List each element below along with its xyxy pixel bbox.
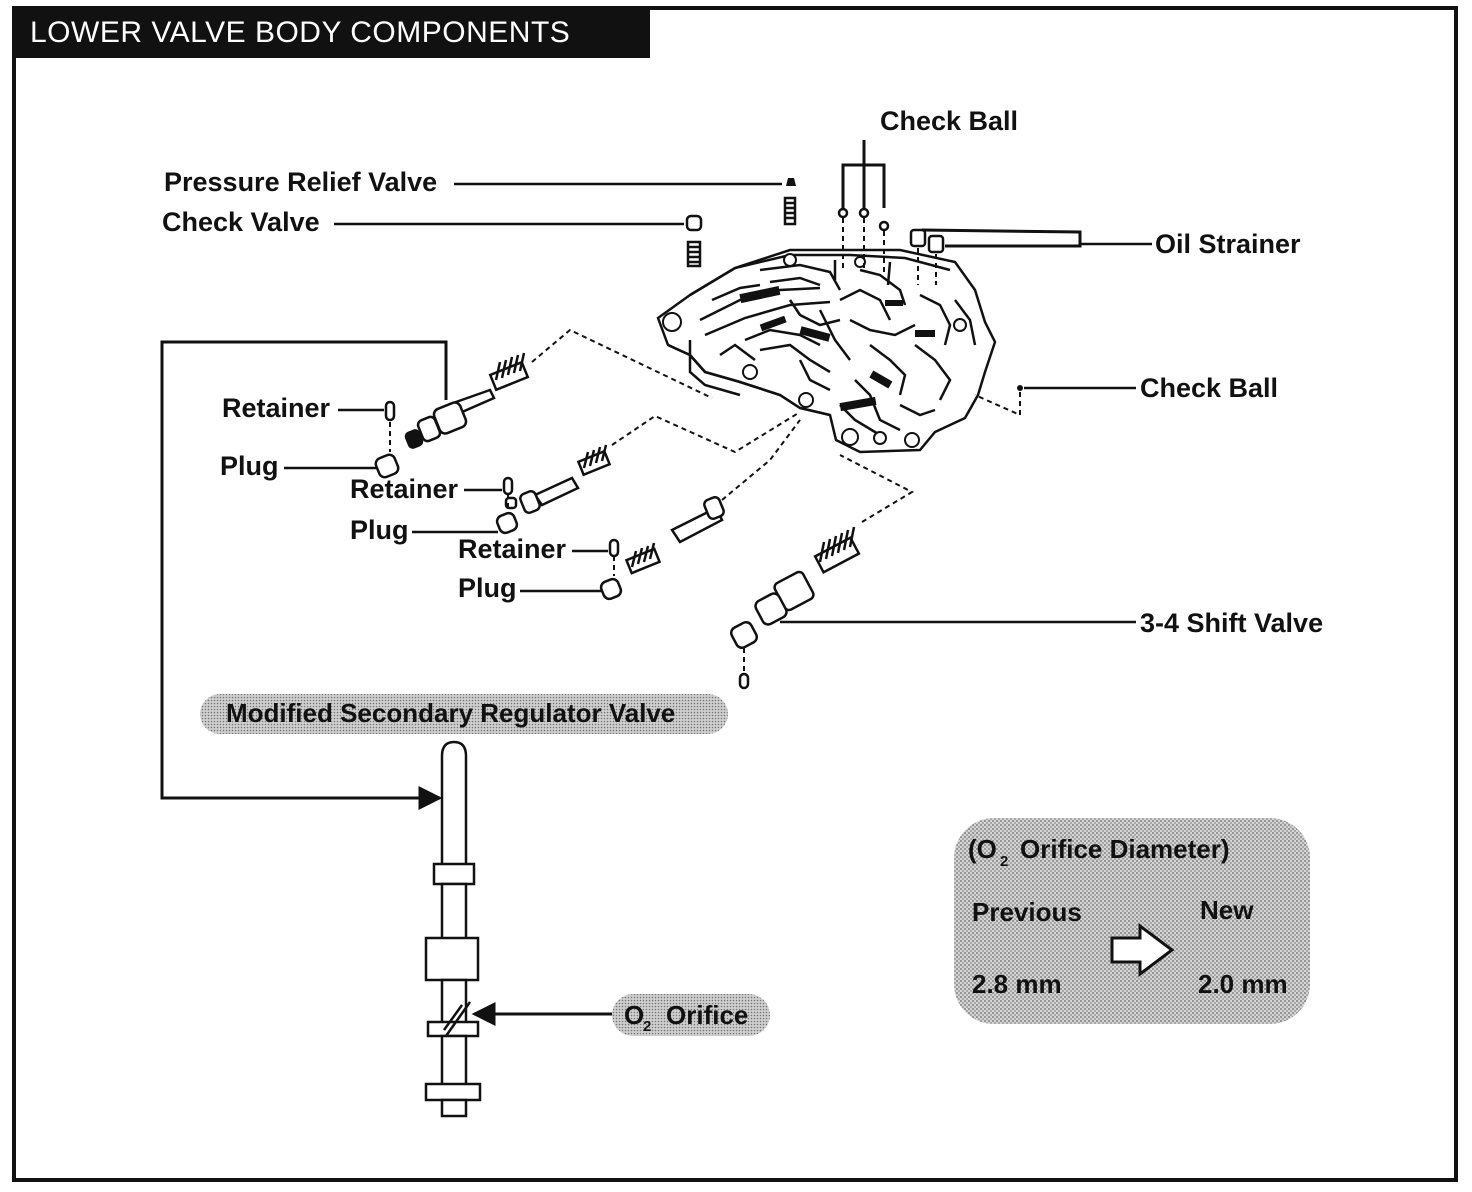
label-retainer-1: Retainer [222,393,331,423]
title-bar: LOWER VALVE BODY COMPONENTS [14,8,650,58]
label-retainer-3: Retainer [458,534,567,564]
shift-valve-34-assembly [729,454,915,690]
orifice-box-heading-rest: Orifice Diameter) [1020,834,1230,864]
o2-orifice-badge: O 2 Orifice [612,994,770,1036]
label-34-shift-valve: 3-4 Shift Valve [1140,608,1323,638]
retainer-plug-set-1 [374,400,400,479]
right-arrow-icon [1110,923,1175,977]
orifice-box-previous-value: 2.8 mm [972,969,1062,999]
secondary-regulator-valve-assembly [404,328,713,449]
label-plug-1: Plug [220,451,279,481]
o2-orifice-letter: O [624,1000,644,1030]
label-retainer-2: Retainer [350,474,459,504]
orifice-box-new-label: New [1200,895,1254,925]
label-pressure-relief-valve: Pressure Relief Valve [164,167,437,197]
enlargement-bracket [160,340,448,810]
valve-assembly-3 [599,419,801,601]
label-oil-strainer: Oil Strainer [1155,229,1301,259]
lower-valve-body [656,248,997,454]
pressure-relief-valve-part [783,178,797,226]
oil-strainer-part [909,228,1082,285]
label-check-ball-right: Check Ball [1140,373,1278,403]
orifice-diameter-box: (O 2 Orifice Diameter) Previous New 2.8 … [954,818,1310,1024]
label-modified-secondary-regulator-valve: Modified Secondary Regulator Valve [226,698,675,728]
orifice-box-previous-label: Previous [972,897,1082,927]
secondary-regulator-valve-enlarged [424,740,482,1118]
check-ball-set-top [837,140,890,275]
orifice-box-heading-subscript: 2 [1000,853,1008,870]
label-plug-2: Plug [350,515,409,545]
label-check-ball-top: Check Ball [880,106,1018,136]
outer-frame [12,6,1458,1182]
modified-secondary-regulator-valve-badge: Modified Secondary Regulator Valve [200,694,728,734]
page-title: LOWER VALVE BODY COMPONENTS [30,16,570,49]
valve-assembly-2 [495,411,801,535]
orifice-box-heading-open: (O [968,834,997,864]
check-ball-right-part [974,385,1023,417]
o2-orifice-subscript: 2 [643,1018,651,1035]
label-plug-3: Plug [458,573,517,603]
check-valve-part [685,214,703,268]
o2-orifice-word: Orifice [666,1000,748,1030]
label-check-valve: Check Valve [162,207,320,237]
orifice-box-new-value: 2.0 mm [1198,969,1288,999]
